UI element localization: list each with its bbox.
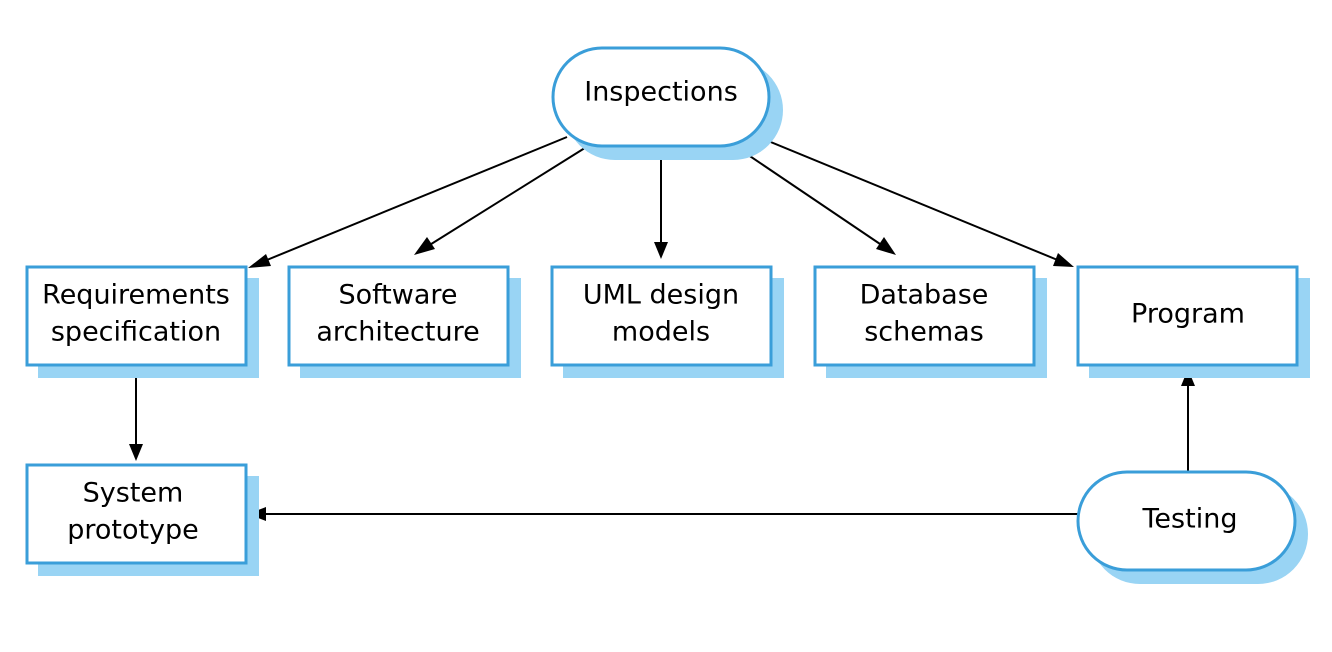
node-label: Program: [1131, 299, 1245, 330]
node-system-prototype[interactable]: System prototype: [25, 463, 259, 576]
node-label-line-1: Database: [860, 280, 989, 311]
node-label: Inspections: [584, 77, 738, 108]
node-label-line-2: models: [612, 317, 710, 348]
edge-inspections-to-uml: [654, 150, 668, 259]
edges: [129, 135, 1195, 521]
arrowhead: [1053, 253, 1074, 267]
node-border: [25, 463, 248, 565]
arrowhead: [248, 254, 271, 268]
node-label-line-1: UML design: [583, 280, 739, 311]
node-border: [287, 265, 510, 367]
arrowhead: [414, 237, 435, 255]
edge-requirements-to-prototype: [129, 366, 143, 461]
node-label-line-2: specification: [51, 317, 221, 348]
edge-inspections-to-software: [414, 145, 589, 255]
node-border: [813, 265, 1036, 367]
edge-inspections-to-program: [755, 135, 1074, 267]
node-label-line-1: Requirements: [42, 280, 230, 311]
node-testing[interactable]: Testing: [1076, 470, 1308, 584]
edge-testing-to-program: [1181, 369, 1195, 471]
arrowhead: [876, 237, 896, 255]
node-border: [1076, 470, 1297, 572]
node-border: [550, 265, 773, 367]
node-label-line-2: architecture: [316, 317, 479, 348]
node-border: [1076, 265, 1299, 367]
node-border: [25, 265, 248, 367]
edge-inspections-to-database: [734, 145, 896, 255]
node-database-schemas[interactable]: Database schemas: [813, 265, 1047, 378]
node-label-line-1: System: [83, 478, 184, 509]
node-label-line-2: prototype: [67, 515, 199, 546]
node-label-line-2: schemas: [864, 317, 984, 348]
edge-inspections-to-requirements: [248, 136, 568, 268]
node-uml-design-models[interactable]: UML design models: [550, 265, 784, 378]
edge-testing-to-prototype: [248, 507, 1078, 521]
arrowhead: [654, 242, 668, 259]
node-software-architecture[interactable]: Software architecture: [287, 265, 521, 378]
node-inspections[interactable]: Inspections: [551, 46, 783, 160]
arrowhead: [129, 444, 143, 461]
node-label-line-1: Software: [338, 280, 457, 311]
node-border: [551, 46, 771, 148]
node-label: Testing: [1142, 504, 1238, 535]
node-program[interactable]: Program: [1076, 265, 1310, 378]
node-requirements-specification[interactable]: Requirements specification: [25, 265, 259, 378]
